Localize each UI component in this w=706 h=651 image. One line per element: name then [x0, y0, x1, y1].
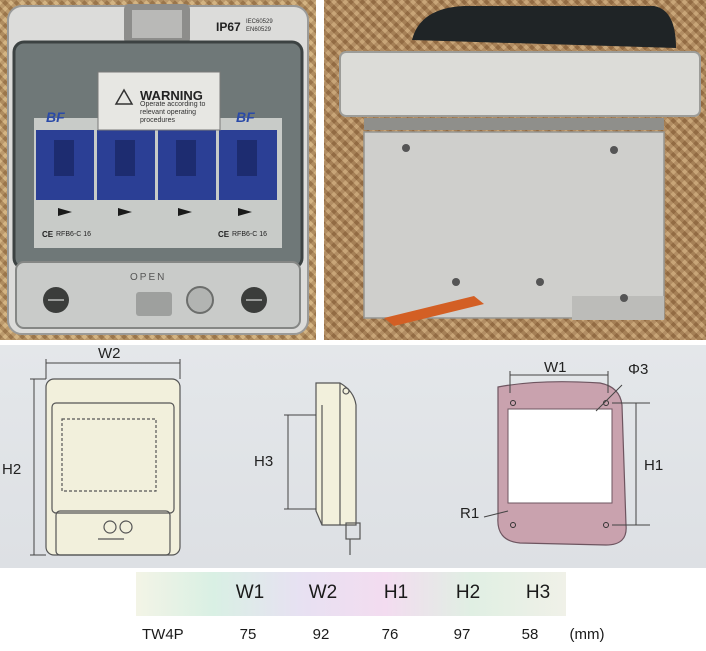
dimension-diagram: W2 H2 H3 W1 Φ3 H1 R1 — [0, 345, 706, 568]
front-view-dimension-lines — [30, 359, 181, 556]
value-h1: 76 — [381, 626, 399, 643]
side-view-drawing — [315, 382, 361, 555]
brand-logo-left: BF — [46, 109, 65, 125]
standard-text-2: EN60529 — [246, 27, 272, 33]
enclosure-lid-side — [339, 51, 701, 117]
r1-dimension-label: R1 — [460, 505, 480, 522]
table-header-background — [136, 572, 566, 616]
header-h2: H2 — [455, 582, 481, 603]
header-h1: H1 — [383, 582, 409, 603]
cable — [384, 296, 484, 326]
cutout-dimension-lines — [483, 371, 650, 526]
side-photo — [324, 0, 706, 340]
value-w2: 92 — [312, 626, 330, 643]
value-h3: 58 — [521, 626, 539, 643]
front-view-drawing — [45, 378, 181, 556]
breaker-rating-right: RFB6-C 16 — [232, 231, 268, 238]
breaker-rating-left: RFB6-C 16 — [56, 231, 92, 238]
breaker-4 — [219, 130, 277, 216]
row-model: TW4P — [142, 626, 184, 643]
w2-dimension-label: W2 — [98, 345, 121, 362]
ce-mark-right: CE — [218, 230, 230, 239]
h2-dimension-label: H2 — [2, 461, 22, 478]
hinge-barrel — [132, 10, 182, 38]
dimensions-table: W1 W2 H1 H2 H3 TW4P 75 92 76 97 58 (mm) — [136, 572, 614, 648]
cutout-drawing — [497, 381, 627, 546]
unit-label: (mm) — [569, 626, 605, 643]
breaker-2 — [97, 130, 155, 216]
breaker-1 — [36, 130, 94, 216]
cover-top — [412, 6, 676, 48]
standard-text-1: IEC60529 — [246, 19, 273, 25]
lock-ring — [186, 286, 214, 314]
ce-mark-left: CE — [42, 230, 54, 239]
value-w1: 75 — [239, 626, 257, 643]
header-h3: H3 — [525, 582, 551, 603]
value-h2: 97 — [453, 626, 471, 643]
side-view-dimension-lines — [284, 414, 316, 510]
breaker-3 — [158, 130, 216, 216]
header-w2: W2 — [308, 582, 338, 603]
warning-triangle-icon — [114, 88, 134, 105]
w1-dimension-label: W1 — [544, 359, 567, 376]
brand-logo-right: BF — [236, 109, 255, 125]
lid-shadow — [364, 118, 664, 130]
h1-dimension-label: H1 — [644, 457, 664, 474]
phi3-dimension-label: Φ3 — [628, 361, 649, 378]
dimension-drawings — [30, 359, 650, 556]
warning-text-line-3: procedures — [140, 117, 176, 124]
open-label: OPEN — [130, 272, 167, 283]
rail-foot — [572, 296, 664, 320]
ip-rating-text: IP67 — [216, 20, 241, 34]
latch — [136, 292, 172, 316]
warning-text-line-2: relevant operating — [140, 109, 197, 116]
enclosure-base-side — [363, 131, 665, 319]
enclosure-side-drawing — [339, 6, 701, 326]
h3-dimension-label: H3 — [254, 453, 274, 470]
warning-text-line-1: Operate according to — [140, 101, 206, 108]
header-w1: W1 — [235, 582, 265, 603]
front-photo: BF BF IP67 IEC60529 EN60529 WARNING Oper… — [0, 0, 316, 340]
enclosure-front-drawing: BF BF — [7, 4, 309, 335]
warning-title: WARNING — [140, 88, 203, 103]
